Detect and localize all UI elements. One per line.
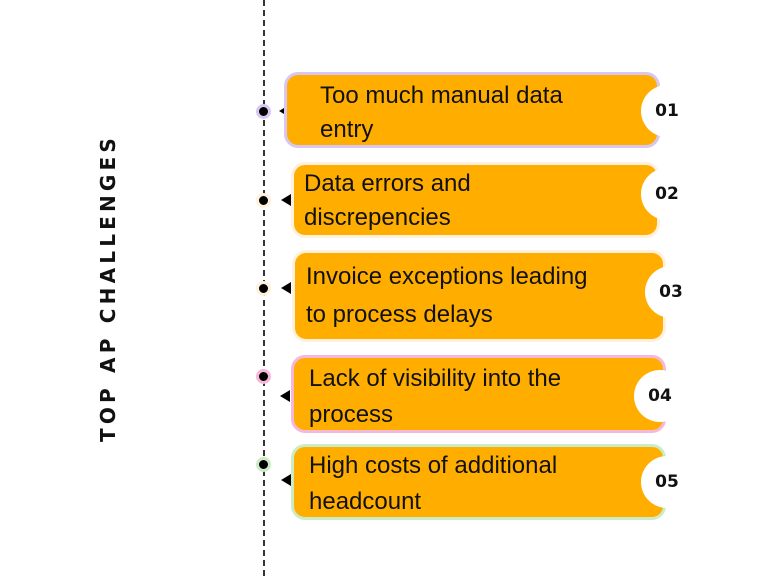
number-badge: 04 — [634, 370, 686, 422]
number-badge: 02 — [641, 168, 693, 220]
challenge-text-line2: headcount — [309, 488, 422, 515]
challenge-text-line1: Data errors and — [304, 170, 471, 197]
challenge-text-line1: Invoice exceptions leading — [306, 263, 588, 290]
number-badge: 03 — [645, 266, 697, 318]
challenge-card: High costs of additional headcount — [291, 444, 666, 520]
pointer-arrow-icon — [281, 474, 291, 486]
challenge-card: Invoice exceptions leading to process de… — [292, 250, 666, 342]
challenge-text-line2: to process delays — [306, 301, 493, 328]
pointer-arrow-icon — [280, 390, 290, 402]
number-badge: 01 — [641, 85, 693, 137]
challenge-text-line2: process — [309, 401, 394, 428]
timeline-dot-icon — [256, 193, 271, 208]
timeline-dot-icon — [256, 281, 271, 296]
challenge-card: Lack of visibility into the process — [291, 355, 666, 433]
challenge-text-line1: High costs of additional — [309, 452, 558, 479]
timeline-dot-icon — [256, 457, 271, 472]
timeline-dot-icon — [256, 104, 271, 119]
challenge-text-line1: Lack of visibility into the — [309, 365, 562, 392]
pointer-arrow-icon — [281, 194, 291, 206]
pointer-arrow-icon — [281, 282, 291, 294]
number-badge: 05 — [641, 456, 693, 508]
challenge-text-line2: discrepencies — [304, 204, 451, 231]
challenge-card: Data errors and discrepencies — [291, 162, 660, 238]
challenge-card: Too much manual data entry — [284, 72, 660, 148]
challenge-text-line2: entry — [320, 116, 374, 143]
diagram-title: TOP AP CHALLENGES — [96, 133, 120, 443]
challenge-text-line1: Too much manual data — [320, 82, 563, 109]
timeline-dot-icon — [256, 369, 271, 384]
